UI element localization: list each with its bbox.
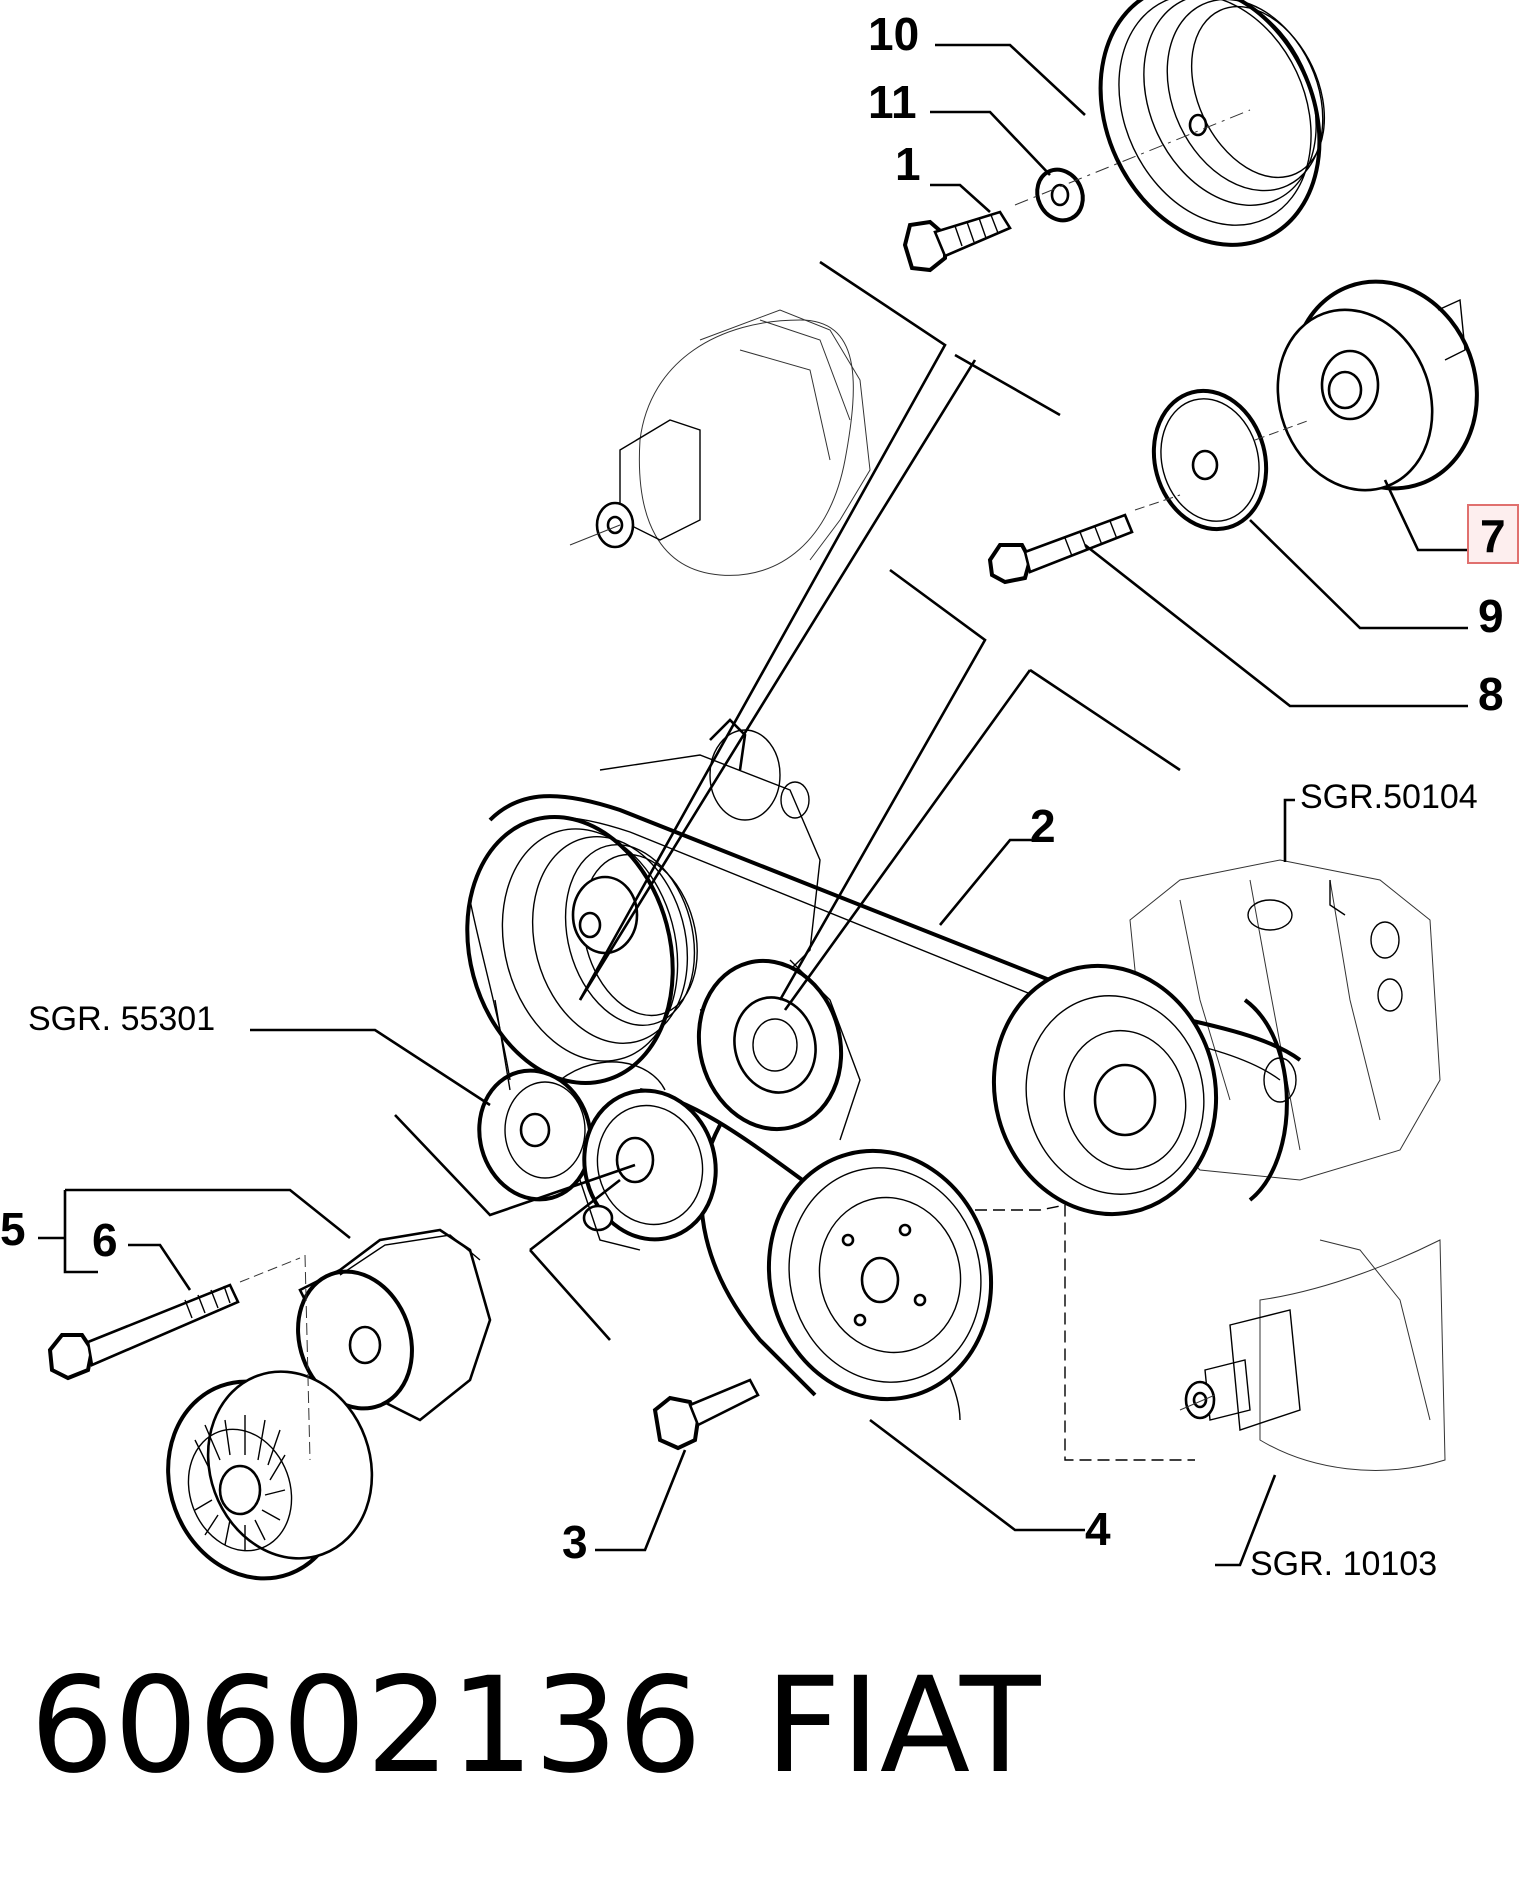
callout-8: 8 xyxy=(1478,668,1504,720)
washer-11 xyxy=(1035,167,1085,223)
highlight-box-7 xyxy=(1467,504,1519,564)
alternator-pulley xyxy=(477,1061,666,1202)
bolt-6 xyxy=(47,1283,240,1381)
callout-2: 2 xyxy=(1030,800,1056,852)
crankshaft-pulley xyxy=(766,1148,994,1402)
callout-1: 1 xyxy=(895,138,921,190)
compressor-pulley xyxy=(991,963,1219,1217)
callout-6: 6 xyxy=(92,1214,118,1266)
washer-9 xyxy=(1151,388,1269,532)
leader-lines xyxy=(38,43,1468,1567)
part-code: 60602136 xyxy=(30,1649,702,1803)
pump-pulley xyxy=(465,815,698,1085)
ref-sgr-10103: SGR. 10103 xyxy=(1250,1545,1437,1583)
callout-7: 7 xyxy=(1480,510,1506,562)
bolt-1 xyxy=(902,210,1012,273)
callout-9: 9 xyxy=(1478,590,1504,642)
crankshaft-sketch xyxy=(1179,1239,1446,1471)
callout-3: 3 xyxy=(562,1516,588,1568)
ref-sgr-50104: SGR.50104 xyxy=(1300,778,1478,816)
tensioner-pulley-center xyxy=(579,1088,718,1251)
callout-4: 4 xyxy=(1085,1503,1111,1555)
assembly-lines xyxy=(394,260,1195,1461)
callout-5: 5 xyxy=(0,1203,26,1255)
pulley-10 xyxy=(1098,0,1326,247)
center-idler-pulley xyxy=(696,958,861,1141)
power-steering-pump-sketch xyxy=(569,309,871,576)
tensioner-assembly-5 xyxy=(166,1228,492,1581)
idler-pulley-7 xyxy=(1276,279,1479,492)
bolt-3 xyxy=(652,1378,760,1451)
bolt-8 xyxy=(987,513,1134,585)
brand-name: FIAT xyxy=(765,1649,1041,1803)
ref-sgr-55301: SGR. 55301 xyxy=(28,1000,215,1038)
callout-11: 11 xyxy=(868,76,917,128)
belt-left-run xyxy=(469,899,511,1091)
callout-10: 10 xyxy=(868,8,919,60)
